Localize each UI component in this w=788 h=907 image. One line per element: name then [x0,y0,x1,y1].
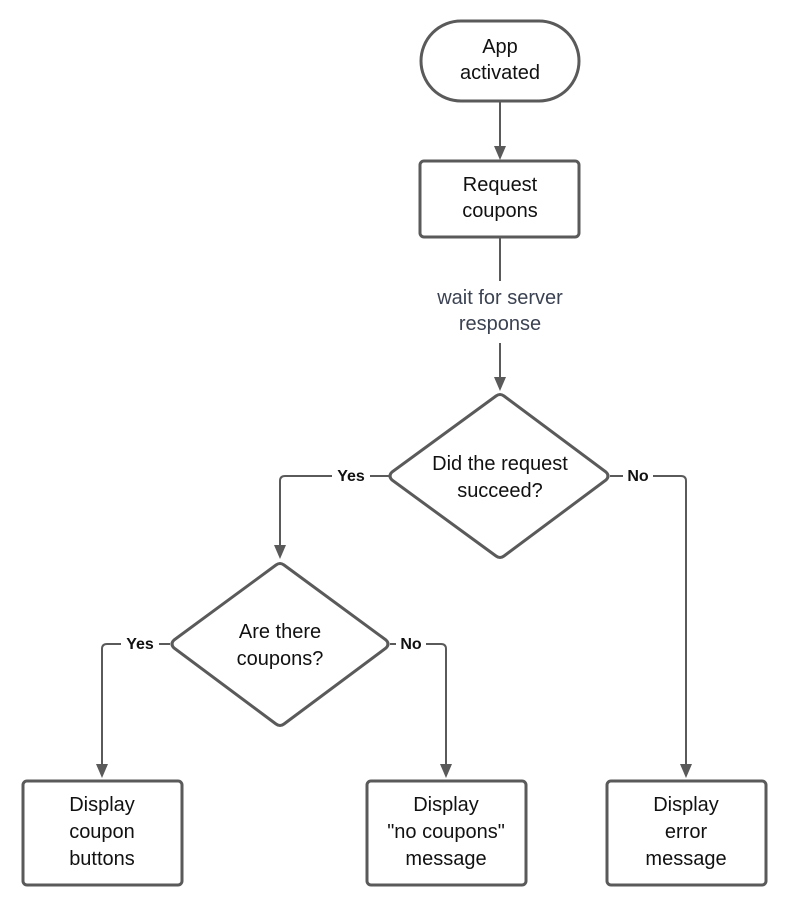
edge-success-yes [279,475,390,545]
arrowhead-display-buttons [96,764,108,778]
display-error-line1: Display [653,794,719,816]
decision-coupons-line1: Are there [239,621,321,643]
display-buttons-line3: buttons [69,848,135,870]
arrowhead-display-no-coupons [440,764,452,778]
request-node-line1: Request [463,174,538,196]
display-error-line2: error [665,821,708,843]
label-coupons-no: No [400,636,422,653]
decision-success-node: Did the request succeed? [388,393,610,559]
label-success-no: No [627,468,649,485]
edges [96,102,692,778]
display-no-coupons-node: Display "no coupons" message [365,779,528,887]
start-node-line1: App [482,36,518,58]
arrowhead-display-error [680,764,692,778]
display-buttons-line2: coupon [69,821,135,843]
arrowhead-decision-coupons [274,545,286,559]
decision-success-line2: succeed? [457,480,543,502]
decision-coupons-line2: coupons? [237,648,324,670]
wait-note: wait for server response [436,287,563,335]
decision-success-line1: Did the request [432,453,568,475]
arrowhead-request [494,146,506,160]
arrowhead-decision-success [494,377,506,391]
decision-coupons-node: Are there coupons? [170,562,390,727]
display-error-line3: message [645,848,726,870]
display-buttons-line1: Display [69,794,135,816]
request-node-line2: coupons [462,200,538,222]
label-coupons-yes: Yes [126,636,154,653]
edge-labels: Yes No Yes No [121,464,653,654]
edge-coupons-no [390,643,447,764]
display-no-coupons-line3: message [405,848,486,870]
edge-coupons-yes [101,643,170,764]
wait-note-line1: wait for server [436,287,563,309]
display-error-node: Display error message [605,779,768,887]
start-node: App activated [419,19,581,103]
edge-success-no [610,475,687,764]
label-success-yes: Yes [337,468,365,485]
request-node: Request coupons [418,159,581,239]
start-node-line2: activated [460,62,540,84]
wait-note-line2: response [459,313,541,335]
display-no-coupons-line1: Display [413,794,479,816]
display-buttons-node: Display coupon buttons [21,779,184,887]
display-no-coupons-line2: "no coupons" [387,821,505,843]
